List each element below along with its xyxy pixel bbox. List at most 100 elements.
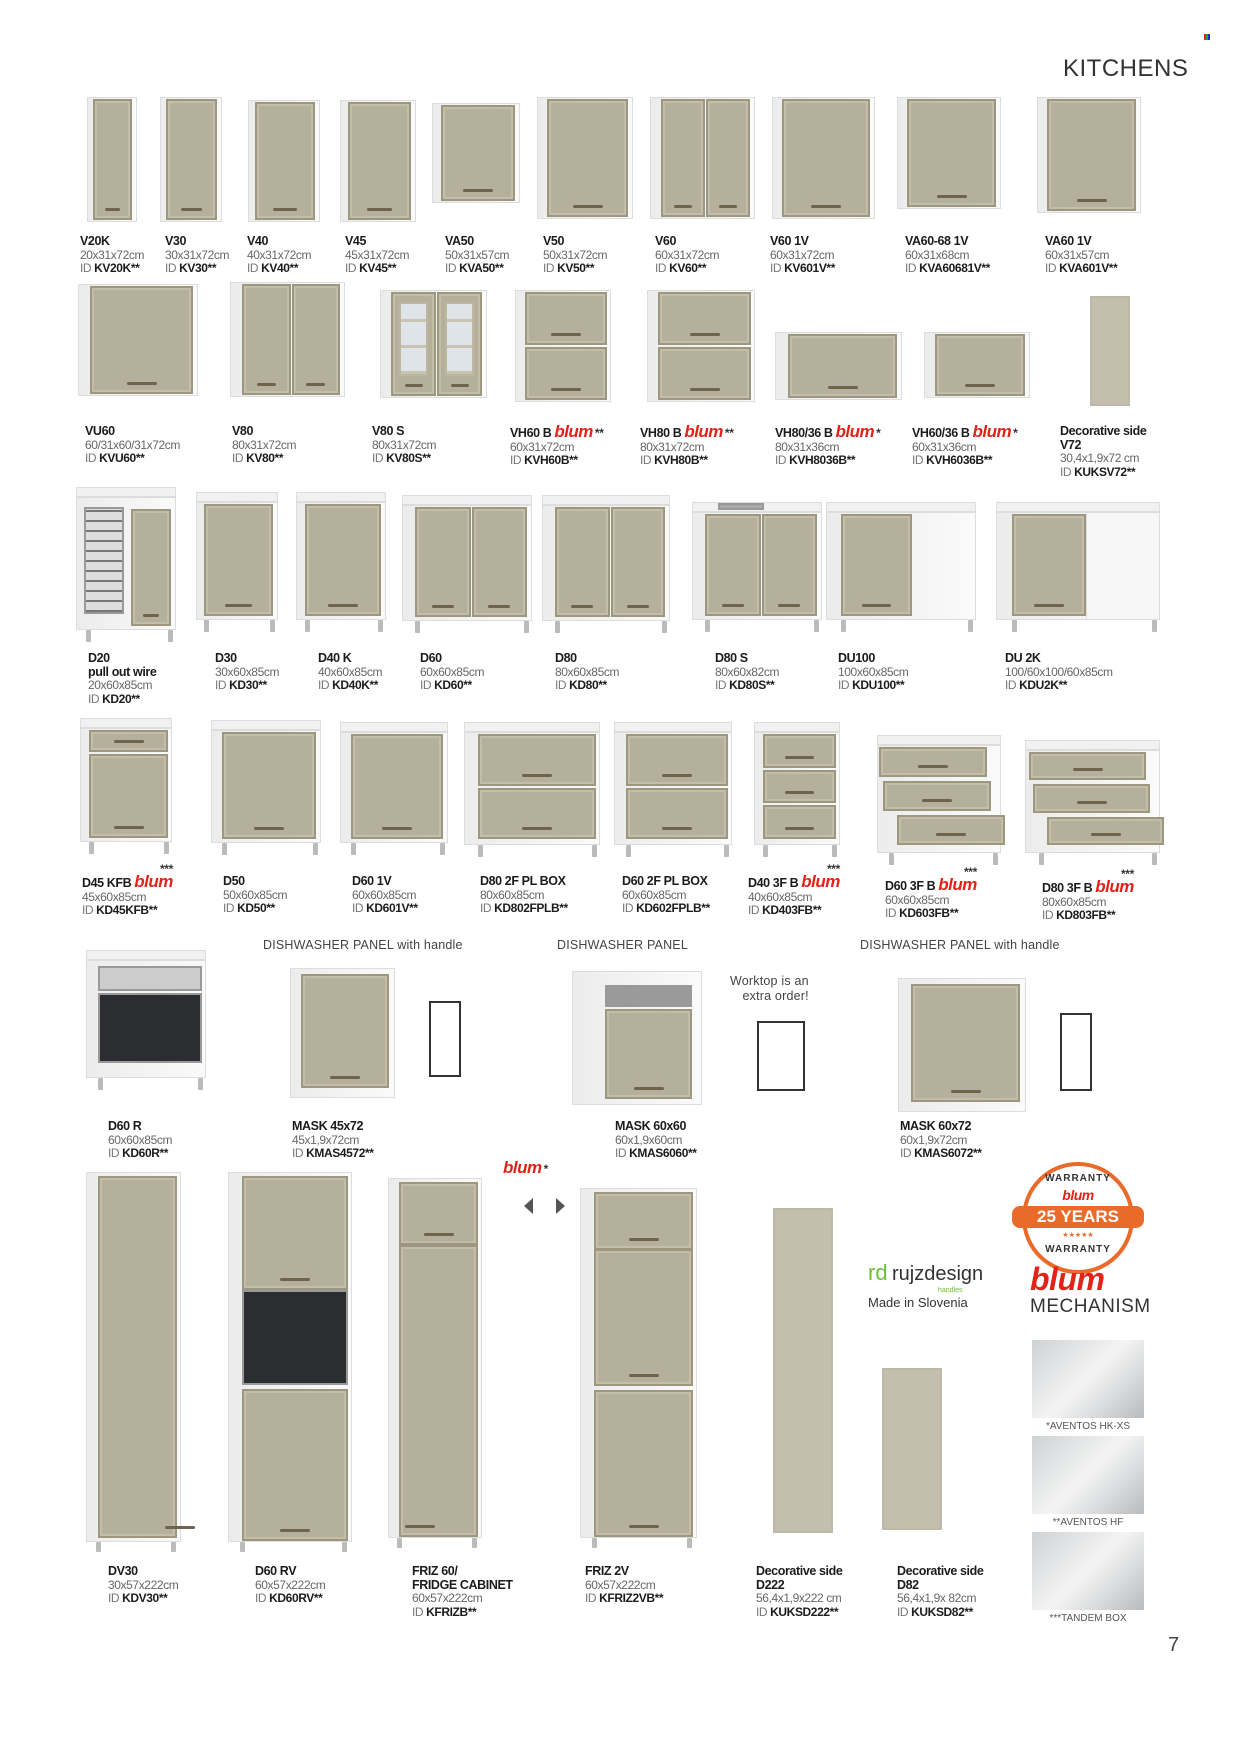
product-id: ID KFRIZ2VB** — [585, 1591, 664, 1606]
wire-basket — [84, 507, 124, 614]
cabinet-image — [996, 502, 1160, 632]
cabinet-door — [1029, 752, 1146, 781]
product-code: V40 — [247, 234, 311, 249]
product-dimensions: 60x57x222cm — [255, 1577, 326, 1592]
id-prefix: ID — [108, 1591, 123, 1605]
cabinet-image — [772, 97, 875, 219]
cabinet-door — [399, 1244, 478, 1537]
blum-badge: blum*** — [801, 863, 840, 891]
cabinet-door — [705, 514, 761, 616]
product-code: FRIZ 60/ — [412, 1564, 513, 1579]
handle-icon — [965, 384, 995, 387]
cabinet-door — [763, 805, 836, 839]
id-prefix: ID — [215, 678, 230, 692]
next-arrow-icon[interactable] — [556, 1198, 565, 1214]
product-id: ID KD803FB** — [1042, 908, 1134, 923]
leg — [397, 1538, 402, 1548]
cabinet-door — [204, 504, 273, 616]
product-subtitle: D222 — [756, 1577, 785, 1592]
leg — [270, 620, 275, 632]
cabinet-image — [340, 100, 416, 222]
product-id-code: KVA60681V** — [919, 261, 990, 275]
heading-dishwasher-panel-handle-2: DISHWASHER PANEL with handle — [860, 938, 1060, 952]
blum-logo: blum — [134, 872, 173, 891]
product-id-code: KV30** — [179, 261, 217, 275]
product-id-code: KV20K** — [94, 261, 140, 275]
worktop — [76, 487, 176, 497]
worktop — [996, 502, 1160, 512]
id-prefix: ID — [1005, 678, 1020, 692]
cabinet-door — [555, 507, 610, 617]
warranty-bottom: WARRANTY — [1045, 1244, 1111, 1255]
handle-icon — [551, 333, 581, 336]
id-prefix: ID — [255, 1591, 270, 1605]
product-dimensions: 60x31x36cm — [912, 439, 977, 454]
product-code: D80 S — [715, 651, 779, 666]
product-code: V60 1V — [770, 234, 835, 249]
id-prefix: ID — [412, 1604, 427, 1619]
product-id-code: KVA50** — [459, 261, 504, 275]
product-dimensions: 80x60x85cm — [555, 664, 620, 679]
corner-side — [1086, 512, 1160, 620]
product-code-text: D40 3F B — [748, 876, 799, 890]
product-code-text: MASK 60x72 — [900, 1119, 972, 1133]
warranty-stars: ★★★★★ — [1062, 1232, 1094, 1239]
product-code-text: D80 S — [715, 651, 748, 665]
product-code: D80 3F B blum*** — [1042, 868, 1134, 896]
id-prefix: ID — [885, 906, 900, 920]
id-prefix: ID — [543, 261, 558, 275]
handle-icon — [143, 614, 159, 617]
blum-logo: blum — [938, 875, 977, 894]
product-code: D50 — [223, 874, 287, 889]
id-prefix: ID — [1060, 464, 1075, 479]
product-code: VA60 1V — [1045, 234, 1117, 249]
prev-arrow-icon[interactable] — [524, 1198, 533, 1214]
id-prefix: ID — [555, 678, 570, 692]
mask-panel — [1060, 1012, 1092, 1091]
